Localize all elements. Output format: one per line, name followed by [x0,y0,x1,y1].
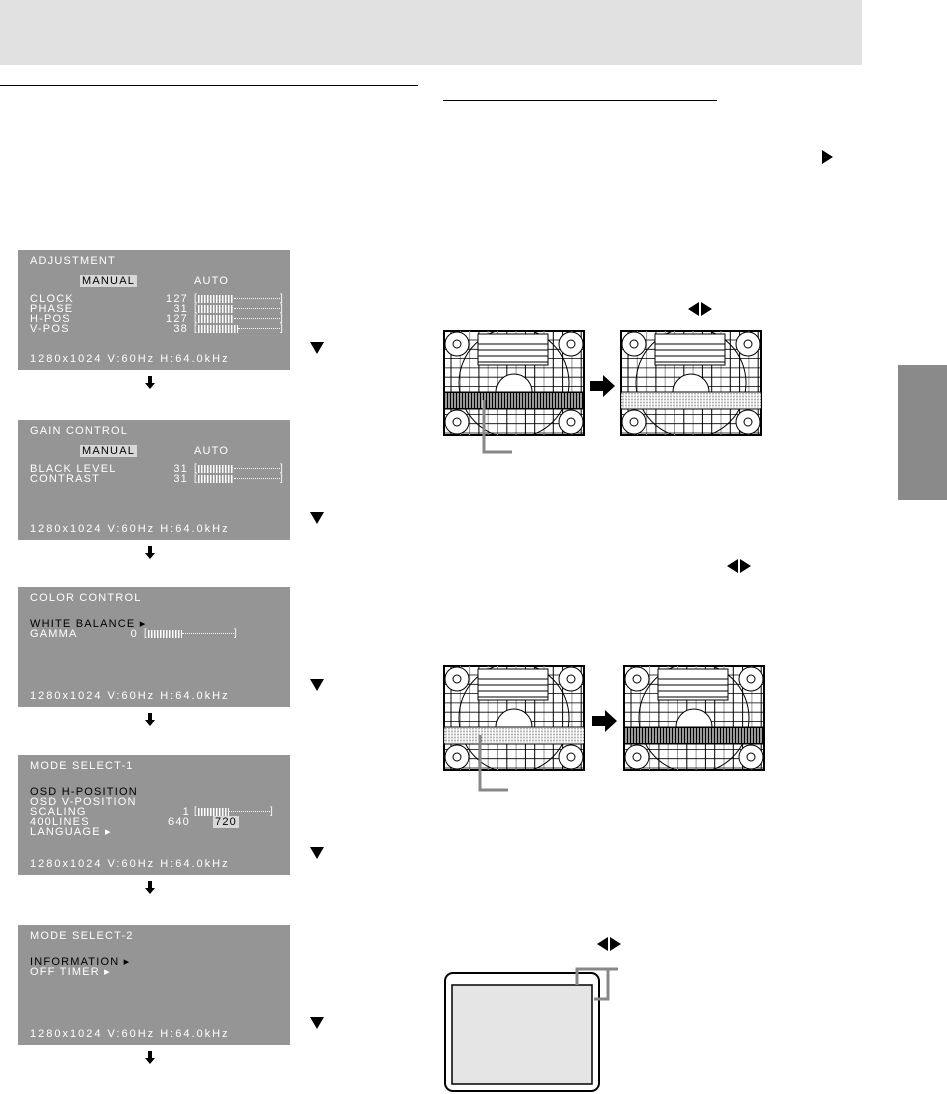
osd-status: 1280x1024 V:60Hz H:64.0kHz [30,353,230,365]
test-pattern-phase-after [623,665,765,771]
test-pattern-clock-after [620,330,762,436]
osd-value: 0 [130,628,138,640]
section-rule-left [0,85,418,86]
arrow-down-icon [145,713,155,726]
osd-item[interactable]: WHITE BALANCE ▸ [30,618,147,630]
osd-status: 1280x1024 V:60Hz H:64.0kHz [30,523,230,535]
right-button-icon [822,150,833,164]
left-right-buttons-icon [597,937,621,951]
osd-value: 1 [182,806,190,818]
arrow-down-icon [145,1051,155,1064]
osd-item[interactable]: H-POS [30,313,71,325]
osd-item[interactable]: OSD V-POSITION [30,796,137,808]
left-right-buttons-icon [688,302,712,316]
osd-panel: GAIN CONTROL MANUAL AUTO BLACK LEVEL 31 [] CON… [18,420,290,540]
osd-value: 31 [173,303,188,315]
test-pattern-phase-before [443,665,585,771]
osd-value: 127 [166,293,188,305]
mode-auto[interactable]: AUTO [194,445,230,457]
osd-item[interactable]: PHASE [30,303,74,315]
osd-item[interactable]: SCALING [30,806,87,818]
down-button-icon [310,847,324,859]
osd-value: 127 [166,313,188,325]
down-button-icon [310,342,324,354]
osd-item[interactable]: GAMMA [30,628,78,640]
osd-item[interactable]: V-POS [30,323,70,335]
osd-slider[interactable]: [] [194,322,284,334]
osd-slider[interactable]: [] [194,805,274,817]
arrow-right-icon [590,375,615,397]
osd-item[interactable]: BLACK LEVEL [30,463,117,475]
osd-panel: COLOR CONTROL WHITE BALANCE ▸GAMMA 0 [] 1280… [18,587,290,707]
chapter-side-tab [898,365,947,500]
mode-manual[interactable]: MANUAL [80,275,138,287]
osd-slider[interactable]: [] [194,302,284,314]
page-header-band [0,0,862,65]
osd-status: 1280x1024 V:60Hz H:64.0kHz [30,1028,230,1040]
osd-slider[interactable]: [] [194,462,284,474]
osd-value: 640 [168,816,190,828]
osd-value: 31 [173,463,188,475]
arrow-down-icon [145,546,155,559]
osd-item[interactable]: INFORMATION ▸ [30,956,131,968]
test-pattern-clock-before [443,330,585,436]
arrow-right-icon [592,710,617,732]
osd-title: ADJUSTMENT [30,255,116,267]
osd-title: COLOR CONTROL [30,592,142,604]
osd-panel: ADJUSTMENT MANUAL AUTO CLOCK 127 [] PHASE 31 [] H… [18,250,290,370]
arrow-down-icon [145,881,155,894]
osd-status: 1280x1024 V:60Hz H:64.0kHz [30,690,230,702]
osd-value: 31 [173,473,188,485]
osd-slider[interactable]: [] [194,472,284,484]
mode-manual[interactable]: MANUAL [80,445,138,457]
osd-item[interactable]: OSD H-POSITION [30,786,138,798]
osd-title: MODE SELECT-1 [30,760,134,772]
osd-item[interactable]: LANGUAGE ▸ [30,826,112,838]
osd-slider[interactable]: [] [144,627,238,639]
down-button-icon [310,1017,324,1029]
osd-slider[interactable]: [] [194,292,284,304]
mode-auto[interactable]: AUTO [194,275,230,287]
osd-item[interactable]: CONTRAST [30,473,101,485]
callout-line [478,735,508,792]
option-720[interactable]: 720 [213,816,239,828]
section-rule-right [443,100,717,101]
osd-title: GAIN CONTROL [30,425,129,437]
monitor-screen-diagram [444,967,618,1092]
osd-title: MODE SELECT-2 [30,930,134,942]
left-right-buttons-icon [727,559,751,573]
osd-item[interactable]: OFF TIMER ▸ [30,966,111,978]
down-button-icon [310,512,324,524]
osd-item[interactable]: 400LINES [30,816,90,828]
callout-line [482,400,512,454]
down-button-icon [310,679,324,691]
osd-item[interactable]: CLOCK [30,293,74,305]
osd-status: 1280x1024 V:60Hz H:64.0kHz [30,858,230,870]
osd-value: 38 [173,323,188,335]
osd-slider[interactable]: [] [194,312,284,324]
arrow-down-icon [145,376,155,389]
